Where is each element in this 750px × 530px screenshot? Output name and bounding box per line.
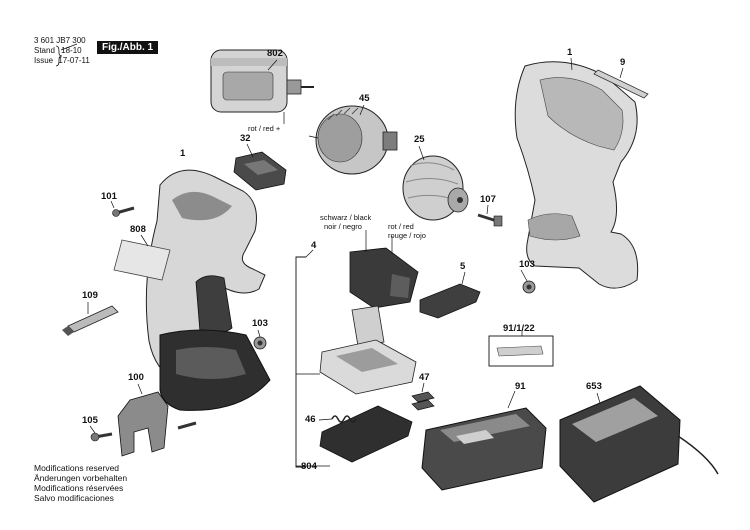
callout-100: 100 [128, 372, 144, 383]
callout-653: 653 [586, 381, 602, 392]
housing-left-1 [145, 169, 271, 411]
callout-103-right: 103 [519, 259, 535, 270]
document-header: 3 601 JB7 300 Stand 18-10 Issue 17-07-11 [34, 36, 90, 66]
nut-103-left [253, 336, 267, 350]
header-bracket [55, 45, 63, 67]
part-100 [117, 391, 169, 457]
switch-assembly-4 [319, 230, 419, 395]
note-de: Änderungen vorbehalten [34, 473, 128, 483]
wire-label-motor: rot / red + [248, 124, 281, 133]
callout-47: 47 [419, 372, 430, 383]
callout-808: 808 [130, 224, 146, 235]
cover-5 [419, 283, 481, 319]
switch-cover-32 [233, 151, 287, 191]
label-9 [593, 69, 649, 99]
wire-label-red: rot / red rouge / rojo [388, 222, 426, 240]
stand-date: 18-10 [61, 46, 82, 55]
callout-25: 25 [414, 134, 425, 145]
callout-109: 109 [82, 290, 98, 301]
callout-9: 9 [620, 57, 626, 68]
callout-107: 107 [480, 194, 496, 205]
battery-91 [421, 407, 547, 491]
callout-4: 4 [311, 240, 317, 251]
callout-1-right: 1 [567, 47, 573, 58]
issue-label: Issue [34, 56, 54, 65]
motor-802 [210, 49, 314, 124]
callout-46: 46 [305, 414, 316, 425]
bracket-4 [295, 256, 306, 468]
note-fr: Modifications réservées [34, 483, 124, 493]
chuck-25 [402, 155, 469, 221]
callout-45: 45 [359, 93, 370, 104]
figure-tag: Fig./Abb. 1 [97, 41, 159, 54]
charger-653 [559, 385, 719, 503]
callout-91-1-22: 91/1/22 [503, 323, 535, 334]
callout-91: 91 [515, 381, 526, 392]
battery-label-91-1-22 [488, 335, 554, 367]
screw-107 [477, 213, 503, 227]
callout-804: 804 [301, 461, 317, 472]
footer-notes: Modifications reserved Änderungen vorbeh… [34, 463, 127, 503]
issue-date: 17-07-11 [58, 56, 90, 65]
wire-label-black: schwarz / black noir / negro [320, 213, 372, 231]
leader-lines [87, 57, 624, 434]
callout-802: 802 [267, 48, 283, 59]
note-en: Modifications reserved [34, 463, 120, 473]
stand-strike [60, 43, 78, 51]
spring-46 [331, 415, 357, 423]
nut-103-right [522, 280, 536, 294]
gearbox-45 [308, 105, 398, 175]
plate-804 [319, 405, 413, 463]
screw-101 [112, 206, 135, 217]
part-47 [411, 391, 435, 411]
bit-109 [62, 305, 119, 336]
screw-housing [177, 421, 197, 430]
callout-5: 5 [460, 261, 466, 272]
housing-right-1 [514, 61, 639, 289]
label-808 [113, 239, 171, 281]
doc-number: 3 601 JB7 300 [34, 36, 86, 45]
callout-105: 105 [82, 415, 98, 426]
callout-101: 101 [101, 191, 117, 202]
callout-103-left: 103 [252, 318, 268, 329]
screw-105 [90, 432, 113, 442]
callout-32: 32 [240, 133, 251, 144]
note-es: Salvo modificaciones [34, 493, 114, 503]
stand-label: Stand [34, 46, 55, 55]
callout-1-left: 1 [180, 148, 186, 159]
